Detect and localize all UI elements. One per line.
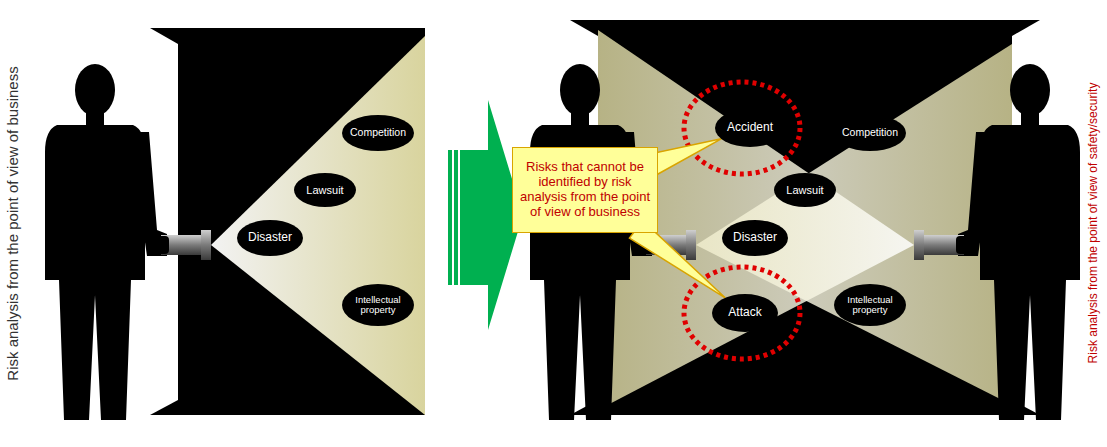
risk-label: Intellectual property (836, 295, 904, 316)
side-caption: Risk analysis from the point of view of … (1086, 83, 1100, 364)
risk-oval: Disaster (722, 220, 788, 256)
risk-oval: Disaster (237, 220, 303, 256)
side-caption: Risk analysis from the point of view of … (4, 66, 21, 380)
risk-oval: Competition (834, 115, 906, 151)
risk-label: Accident (727, 121, 773, 134)
risk-label: Competition (842, 127, 898, 139)
risk-oval: Intellectual property (834, 284, 906, 326)
risk-oval: Accident (715, 109, 785, 147)
risk-oval: Attack (712, 294, 778, 332)
person-silhouette (45, 64, 211, 420)
person-silhouette (530, 64, 696, 420)
callout-text: Risks that cannot be identified by risk … (518, 160, 652, 220)
callout-box: Risks that cannot be identified by risk … (512, 147, 658, 233)
risk-label: Disaster (733, 231, 777, 244)
risk-oval: Intellectual property (342, 284, 414, 326)
risk-label: Intellectual property (344, 295, 412, 316)
risk-oval: Lawsuit (774, 173, 836, 207)
risk-oval: Lawsuit (294, 173, 356, 207)
risk-label: Lawsuit (786, 184, 823, 196)
dark-room (150, 28, 425, 415)
risk-oval: Competition (342, 115, 414, 151)
risk-label: Attack (728, 306, 761, 319)
highlight-ring (684, 82, 800, 174)
callout-pointer (649, 139, 722, 175)
person-silhouette (914, 64, 1080, 420)
risk-label: Disaster (248, 231, 292, 244)
light-beam (211, 36, 425, 415)
risk-label: Lawsuit (306, 184, 343, 196)
risk-label: Competition (350, 127, 406, 139)
